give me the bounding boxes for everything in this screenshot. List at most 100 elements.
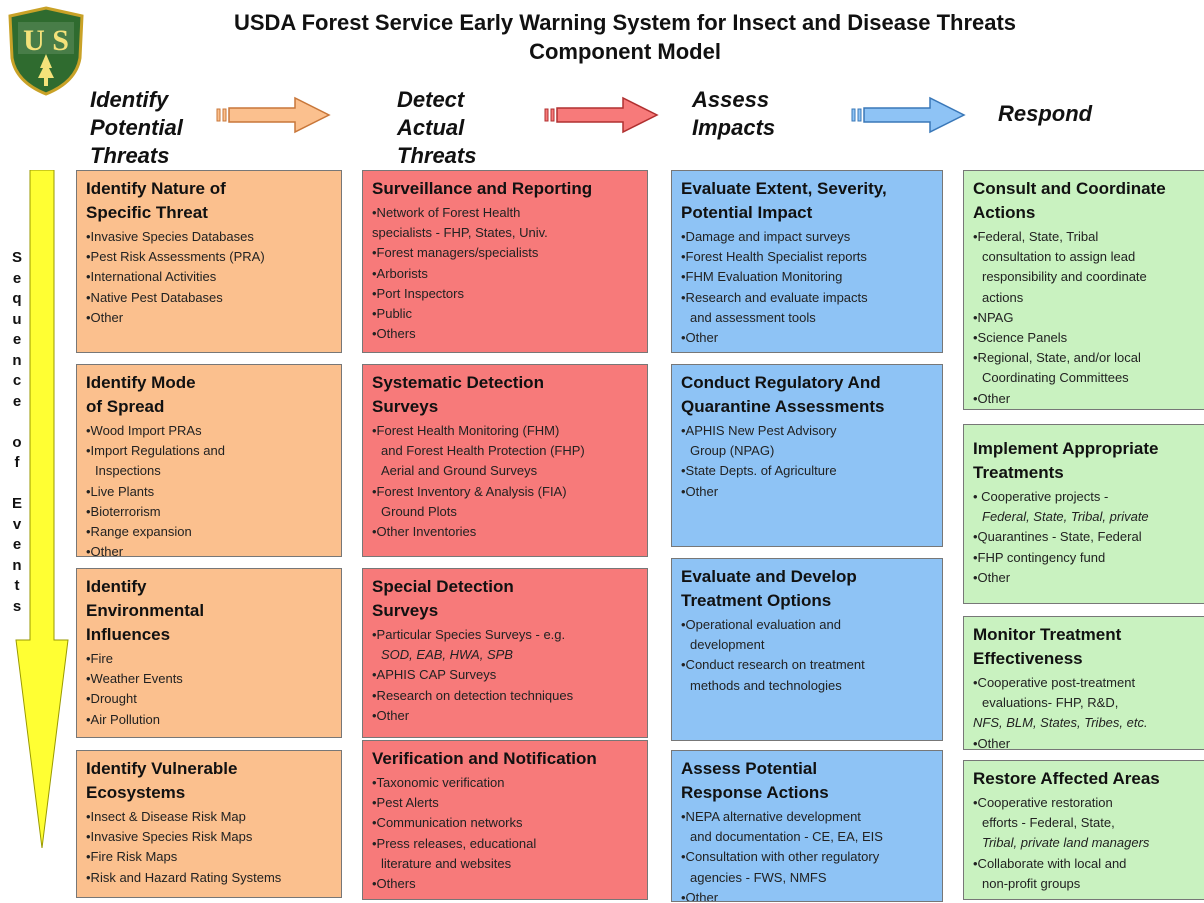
list-item: agencies - FWS, NMFS [690, 869, 827, 885]
box-title: Restore Affected Areas [973, 769, 1160, 788]
box-items: • Cooperative projects - Federal, State,… [973, 487, 1201, 588]
sequence-letter: f [14, 454, 20, 471]
list-item: •Other [681, 483, 719, 499]
list-item: literature and websites [381, 855, 512, 871]
box-detect-systematic: Systematic Detection Surveys •Forest Hea… [362, 364, 648, 557]
box-items: •Cooperative restoration efforts - Feder… [973, 793, 1201, 894]
box-items: •Taxonomic verification •Pest Alerts •Co… [372, 773, 641, 894]
diagram-title: USDA Forest Service Early Warning System… [110, 8, 1140, 66]
sequence-letter: e [12, 331, 22, 348]
sequence-letter: n [12, 351, 22, 369]
box-respond-implement: Implement Appropriate Treatments • Coope… [963, 424, 1204, 604]
list-item: •Drought [86, 691, 137, 707]
box-title: Consult and Coordinate Actions [973, 179, 1166, 222]
list-item: Tribal, private land managers [973, 833, 1201, 853]
list-item: •Public [372, 306, 412, 322]
box-title: Identify Environmental Influences [86, 577, 205, 644]
box-title: Identify Vulnerable Ecosystems [86, 759, 238, 802]
sequence-letter: n [12, 556, 22, 574]
list-item: •Fire [86, 651, 113, 666]
list-item: •Forest Health Specialist reports [681, 249, 867, 265]
list-item: •Port Inspectors [372, 285, 464, 301]
phase-identify-header: Identify Potential Threats [90, 86, 183, 170]
sequence-letter: o [12, 433, 22, 451]
list-item: •Other [973, 390, 1011, 406]
box-items: •Wood Import PRAs •Import Regulations an… [86, 421, 335, 557]
phase-arrow-orange-icon [216, 96, 331, 134]
phase-identify-line-2: Potential [90, 115, 183, 140]
list-item: •Invasive Species Risk Maps [86, 829, 253, 845]
box-items: •Network of Forest Health specialists - … [372, 203, 641, 344]
box-title: Systematic Detection Surveys [372, 373, 544, 416]
list-item: •Other [372, 707, 410, 723]
sequence-letter: u [12, 310, 22, 328]
list-item: •Live Plants [86, 483, 155, 499]
list-item: •Insect & Disease Risk Map [86, 809, 246, 824]
list-item: Group (NPAG) [690, 443, 775, 459]
sequence-letter: e [12, 392, 22, 410]
box-items: •APHIS New Pest Advisory Group (NPAG) •S… [681, 421, 936, 502]
box-items: •Cooperative post-treatment evaluations-… [973, 673, 1201, 750]
list-item: •International Activities [86, 269, 217, 285]
list-item: •Network of Forest Health [372, 205, 521, 220]
box-title: Identify Nature of Specific Threat [86, 179, 226, 222]
box-title: Evaluate and Develop Treatment Options [681, 567, 857, 610]
box-items: •Damage and impact surveys •Forest Healt… [681, 227, 936, 348]
phase-respond-line-1: Respond [998, 101, 1093, 126]
usda-forest-service-shield-icon: U S [8, 6, 84, 96]
sequence-letter [4, 474, 30, 495]
list-item: •FHP contingency fund [973, 549, 1106, 565]
list-item: • Cooperative projects - [973, 489, 1109, 504]
phase-assess-line-1: Assess [692, 87, 770, 112]
list-item: •Pest Risk Assessments (PRA) [86, 249, 265, 265]
box-assess-regulatory: Conduct Regulatory And Quarantine Assess… [671, 364, 943, 547]
list-item: •Other [973, 735, 1011, 750]
list-item: •Air Pollution [86, 711, 160, 727]
box-detect-surveillance: Surveillance and Reporting •Network of F… [362, 170, 648, 353]
box-identify-spread: Identify Mode of Spread •Wood Import PRA… [76, 364, 342, 557]
phase-detect-line-2: Actual [397, 115, 465, 140]
list-item: •Operational evaluation and [681, 617, 841, 632]
list-item: •Federal, State, Tribal [973, 229, 1099, 244]
box-respond-restore: Restore Affected Areas •Cooperative rest… [963, 760, 1204, 900]
title-line-2: Component Model [529, 39, 721, 64]
list-item: •Forest Health Monitoring (FHM) [372, 423, 560, 438]
sequence-arrow-icon [15, 170, 69, 849]
box-title: Assess Potential Response Actions [681, 759, 829, 802]
list-item: •Others [372, 876, 416, 892]
list-item: efforts - Federal, State, [982, 815, 1115, 831]
list-item: •Pest Alerts [372, 795, 439, 811]
list-item: •Others [372, 326, 416, 342]
list-item: Inspections [95, 463, 161, 479]
list-item: •Press releases, educational [372, 835, 537, 851]
list-item: •FHM Evaluation Monitoring [681, 269, 843, 285]
list-item: Aerial and Ground Surveys [381, 463, 538, 479]
list-item: •Taxonomic verification [372, 775, 505, 790]
sequence-letter: E [11, 495, 22, 512]
box-detect-special: Special Detection Surveys •Particular Sp… [362, 568, 648, 738]
sequence-letter: e [12, 536, 22, 553]
logo-text: U S [23, 24, 69, 57]
list-item: •Fire Risk Maps [86, 849, 178, 865]
box-detect-verification: Verification and Notification •Taxonomic… [362, 740, 648, 900]
title-line-1: USDA Forest Service Early Warning System… [233, 10, 1017, 35]
list-item: •APHIS New Pest Advisory [681, 423, 837, 438]
box-title: Conduct Regulatory And Quarantine Assess… [681, 373, 885, 416]
box-title: Special Detection Surveys [372, 577, 514, 620]
list-item: •Research on detection techniques [372, 687, 574, 703]
phase-arrow-blue-icon [851, 96, 966, 134]
list-item: •Collaborate with local and [973, 855, 1127, 871]
box-respond-monitor: Monitor Treatment Effectiveness •Coopera… [963, 616, 1204, 750]
list-item: •Quarantines - State, Federal [973, 529, 1142, 545]
list-item: •Native Pest Databases [86, 289, 223, 305]
phase-identify-line-1: Identify [90, 87, 169, 112]
box-items: •Forest Health Monitoring (FHM) and Fore… [372, 421, 641, 542]
list-item: •Other [86, 544, 124, 557]
phase-assess-line-2: Impacts [692, 115, 776, 140]
list-item: and Forest Health Protection (FHP) [381, 443, 585, 459]
box-title: Monitor Treatment Effectiveness [973, 625, 1122, 668]
box-respond-consult: Consult and Coordinate Actions •Federal,… [963, 170, 1204, 410]
species-codes: SOD, EAB, HWA, SPB [381, 647, 513, 663]
box-items: •Particular Species Surveys - e.g. SOD, … [372, 625, 641, 726]
